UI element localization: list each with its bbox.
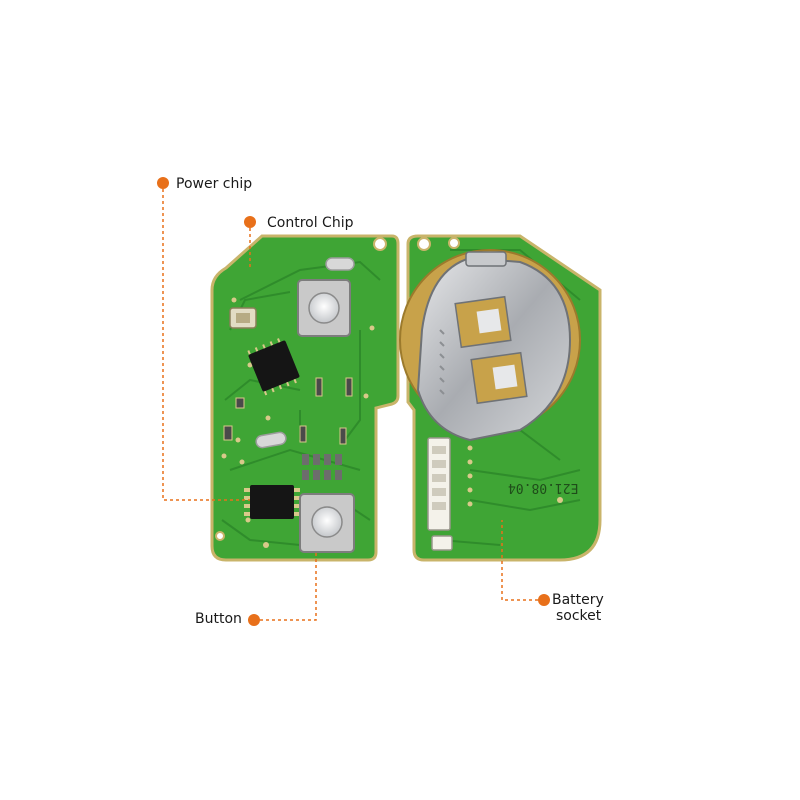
left-board-outline bbox=[210, 234, 400, 562]
battery-socket-hole bbox=[417, 237, 431, 251]
battery-socket-marker bbox=[538, 594, 550, 606]
right-pcb-board bbox=[399, 234, 602, 562]
callout-lines bbox=[162, 183, 544, 621]
battery-socket-connector bbox=[427, 437, 453, 551]
battery-holder-clip bbox=[416, 251, 572, 442]
tactile-button-bottom bbox=[299, 493, 355, 553]
control-chip-label: Control Chip bbox=[267, 215, 354, 231]
power-chip-marker bbox=[157, 177, 169, 189]
battery-socket-leader bbox=[501, 520, 544, 601]
left-pcb-board bbox=[210, 234, 400, 562]
control-chip-marker bbox=[244, 216, 256, 228]
power-chip bbox=[244, 485, 300, 519]
pcb-date-code: E21.08.04 bbox=[508, 480, 579, 495]
battery-socket-label-line1: Battery bbox=[552, 592, 604, 608]
control-chip bbox=[247, 338, 300, 396]
button-label: Button bbox=[195, 611, 242, 627]
button-marker bbox=[248, 614, 260, 626]
battery-socket-label-line2: socket bbox=[556, 608, 602, 624]
power-chip-leader bbox=[162, 183, 250, 501]
tactile-button-top bbox=[297, 279, 351, 337]
button-leader bbox=[254, 552, 317, 621]
power-chip-label: Power chip bbox=[176, 176, 253, 192]
